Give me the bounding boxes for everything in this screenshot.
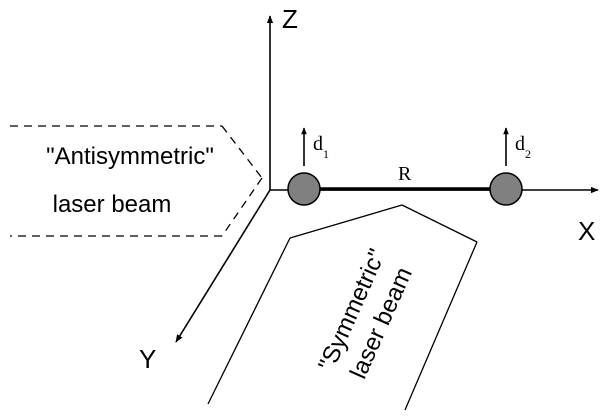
dipole-1-base: d	[313, 133, 323, 155]
dipole-2-subscript: 2	[525, 147, 531, 161]
y-axis-line	[175, 189, 271, 343]
x-axis-label: X	[578, 216, 595, 246]
dipole-2-base: d	[515, 133, 525, 155]
dipole-1-label: d1	[313, 133, 329, 161]
atom-1	[287, 172, 321, 206]
z-axis-label: Z	[282, 4, 298, 34]
antisymmetric-beam-outline	[10, 125, 263, 237]
y-axis-label: Y	[139, 344, 156, 374]
dipole-2-label: d2	[515, 133, 531, 161]
antisymmetric-beam-label-line1: "Antisymmetric"	[46, 143, 214, 170]
symmetric-beam-label: "Symmetric" laser beam	[313, 245, 418, 383]
antisymmetric-beam-label-line2: laser beam	[53, 191, 172, 218]
symmetric-beam-outline	[207, 204, 478, 411]
atom-2	[489, 172, 523, 206]
dipole-1-subscript: 1	[323, 147, 329, 161]
distance-label: R	[398, 163, 412, 185]
